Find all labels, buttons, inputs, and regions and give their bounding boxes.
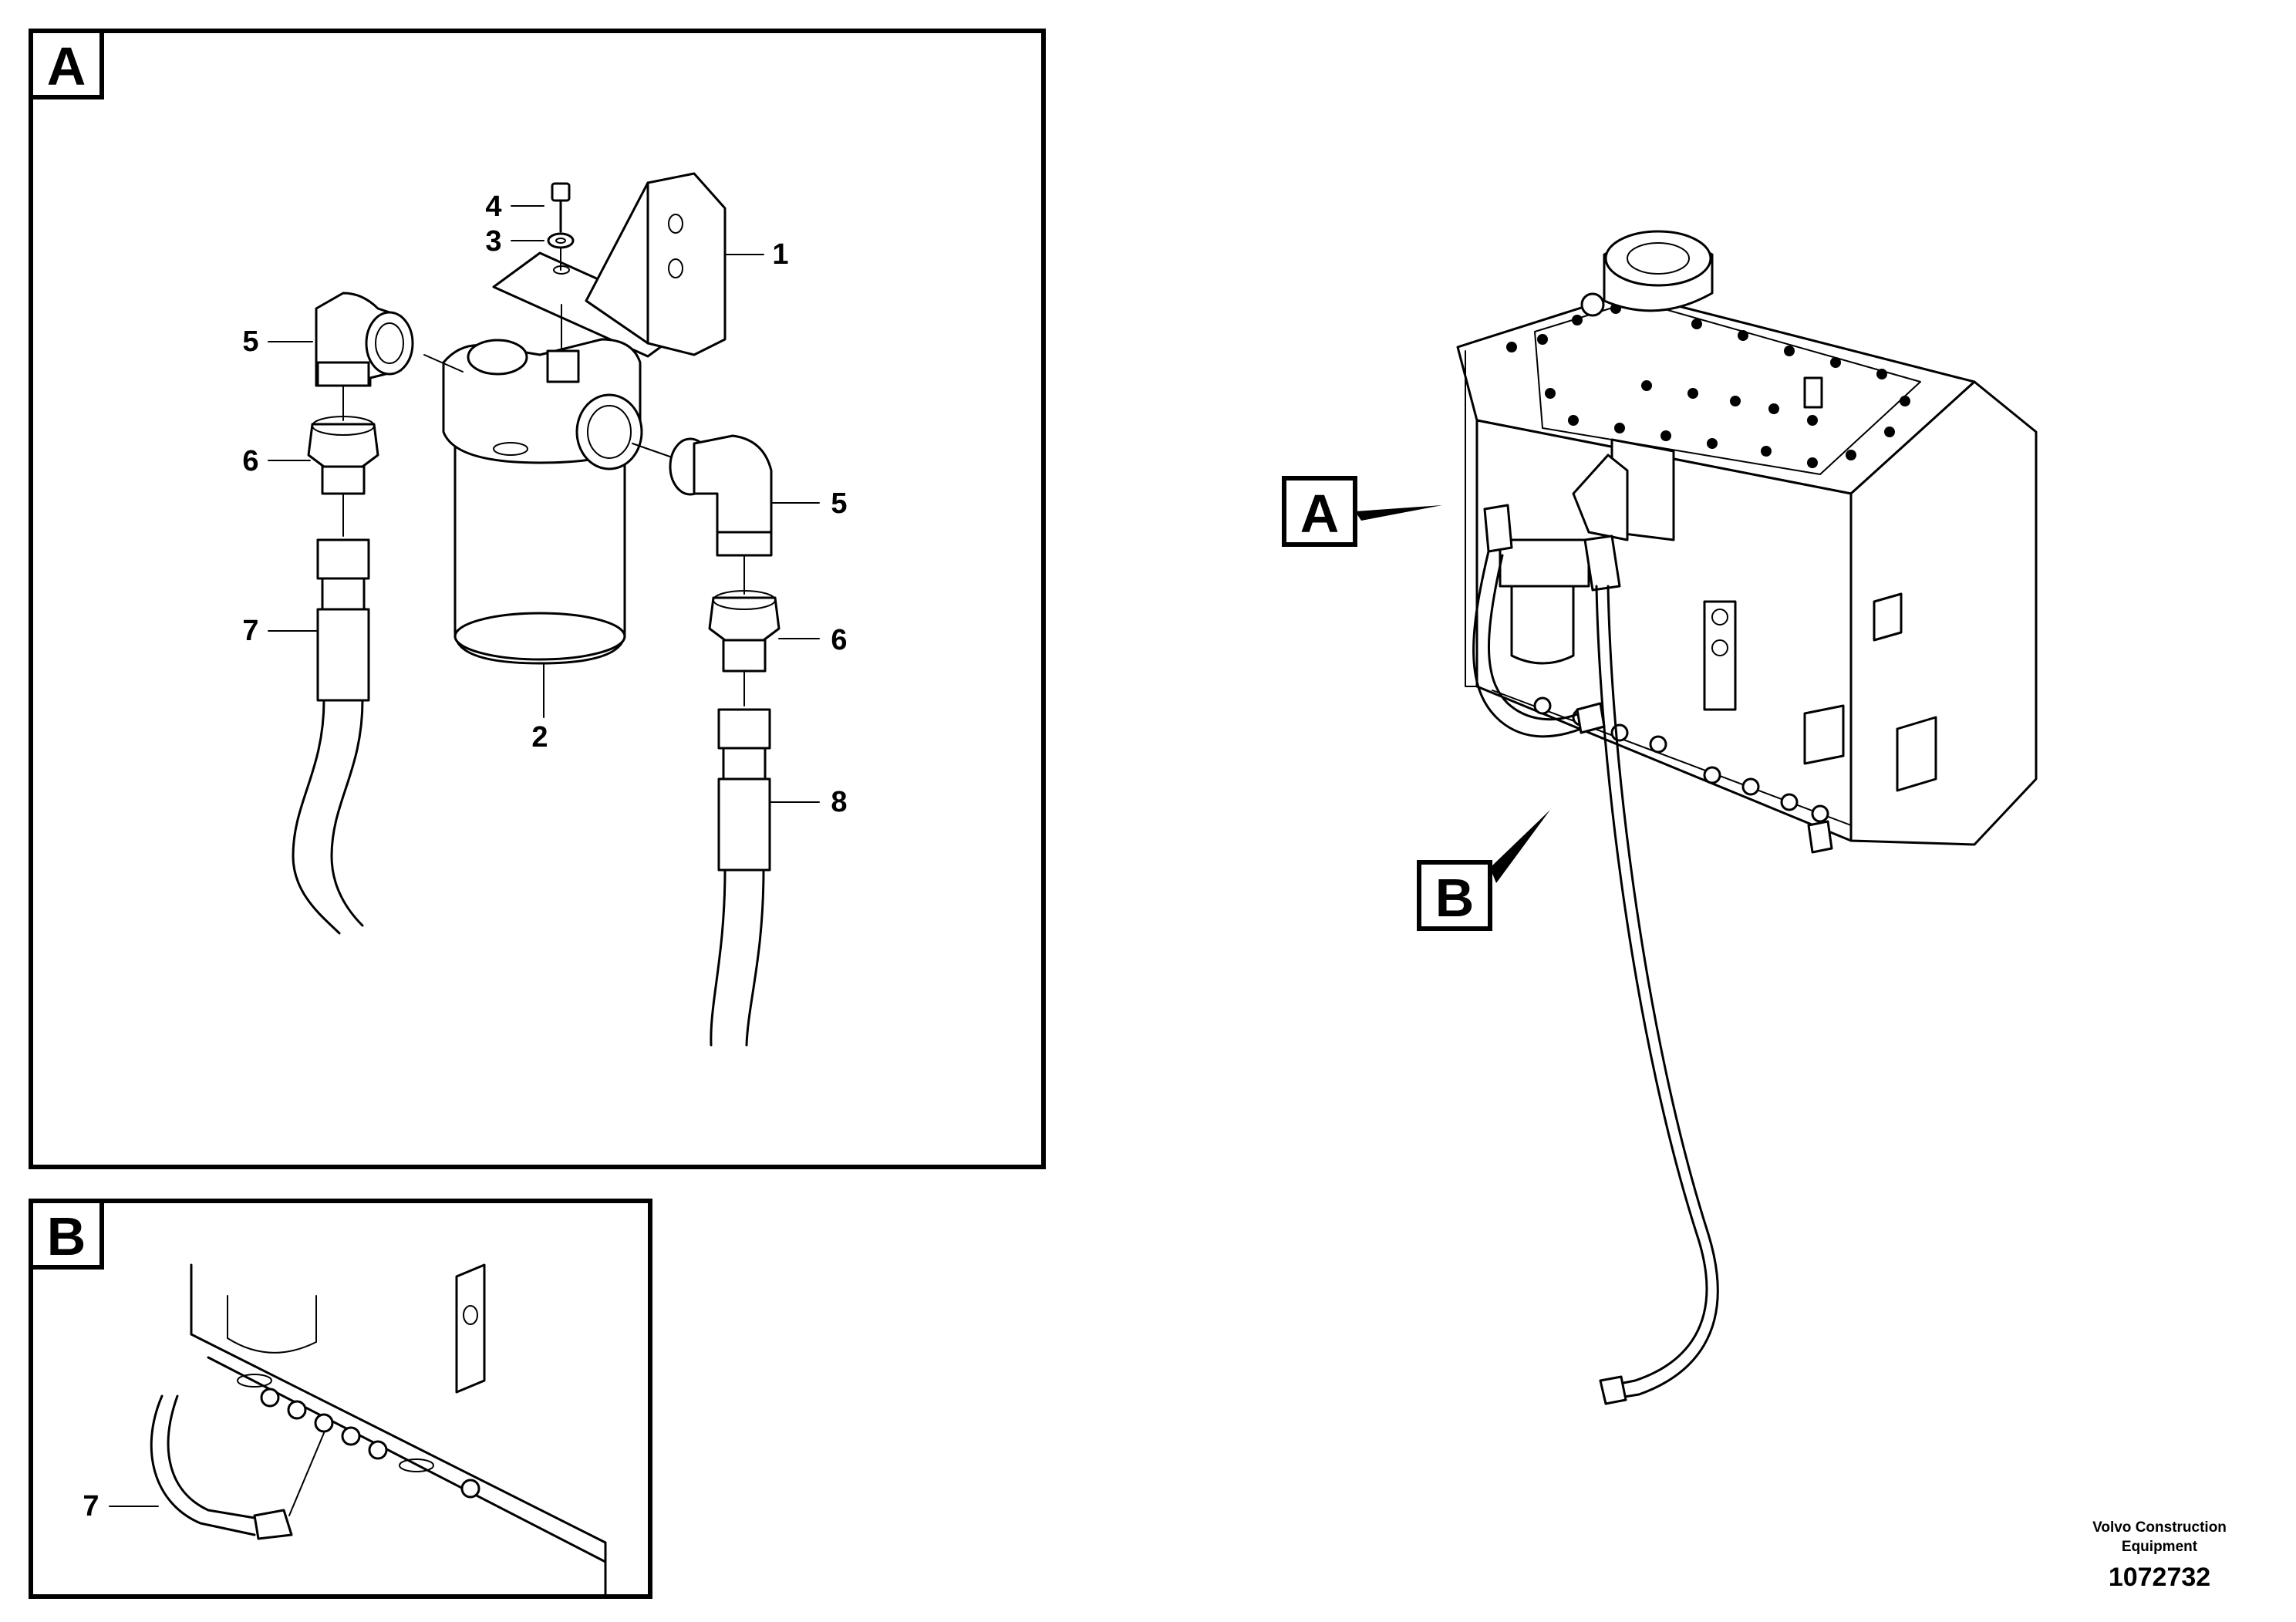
hose-left <box>292 538 370 935</box>
callout-2: 2 <box>531 721 548 754</box>
svg-text:8: 8 <box>831 786 847 818</box>
screw <box>551 182 571 233</box>
mounted-filter <box>1483 504 1621 665</box>
callout-1: 1 <box>724 238 789 271</box>
svg-text:5: 5 <box>831 487 847 520</box>
view-b-frame: B <box>29 1199 652 1599</box>
view-a-frame: A <box>29 29 1046 1169</box>
adapter-right <box>708 590 781 706</box>
view-a-tag: A <box>47 36 86 96</box>
overview-tag-b: B <box>1417 810 1550 931</box>
document-number: 1072732 <box>2108 1563 2211 1592</box>
view-b-tag: B <box>47 1206 86 1266</box>
hose-overview-short <box>1472 550 1606 738</box>
callout-6-right: 6 <box>778 624 848 656</box>
svg-text:B: B <box>1435 868 1475 928</box>
bracket <box>492 172 727 358</box>
overview-tag-a: A <box>1282 476 1442 547</box>
callout-4: 4 <box>485 191 544 223</box>
washer <box>547 232 575 271</box>
elbow-fitting-left <box>315 292 414 421</box>
svg-text:5: 5 <box>242 325 258 358</box>
adapter-left <box>307 416 379 537</box>
svg-text:1: 1 <box>772 238 788 271</box>
company-name: Volvo Construction Equipment <box>2092 1519 2227 1555</box>
callout-7-b: 7 <box>83 1490 159 1523</box>
callout-8: 8 <box>769 786 848 818</box>
svg-text:A: A <box>1300 484 1340 544</box>
filter <box>442 338 643 718</box>
svg-text:3: 3 <box>485 225 501 258</box>
elbow-fitting-right <box>669 434 773 595</box>
svg-text:7: 7 <box>83 1490 99 1523</box>
svg-text:6: 6 <box>831 624 847 656</box>
hose-right <box>710 708 771 1047</box>
svg-text:4: 4 <box>485 191 501 223</box>
assembly-line <box>423 354 464 373</box>
svg-text:2: 2 <box>531 721 548 754</box>
svg-text:7: 7 <box>242 615 258 647</box>
svg-text:6: 6 <box>242 445 258 477</box>
callout-6-left: 6 <box>242 445 311 477</box>
callout-7-left: 7 <box>242 615 317 647</box>
hydraulic-tank <box>1456 230 2038 854</box>
detail-b-drawing <box>150 1263 607 1598</box>
footer-block: Volvo Construction Equipment 1072732 <box>2071 1518 2248 1593</box>
callout-5-right: 5 <box>772 487 848 520</box>
hose-overview-long <box>1595 585 1719 1405</box>
callout-5-left: 5 <box>242 325 313 358</box>
callout-3: 3 <box>485 225 544 258</box>
